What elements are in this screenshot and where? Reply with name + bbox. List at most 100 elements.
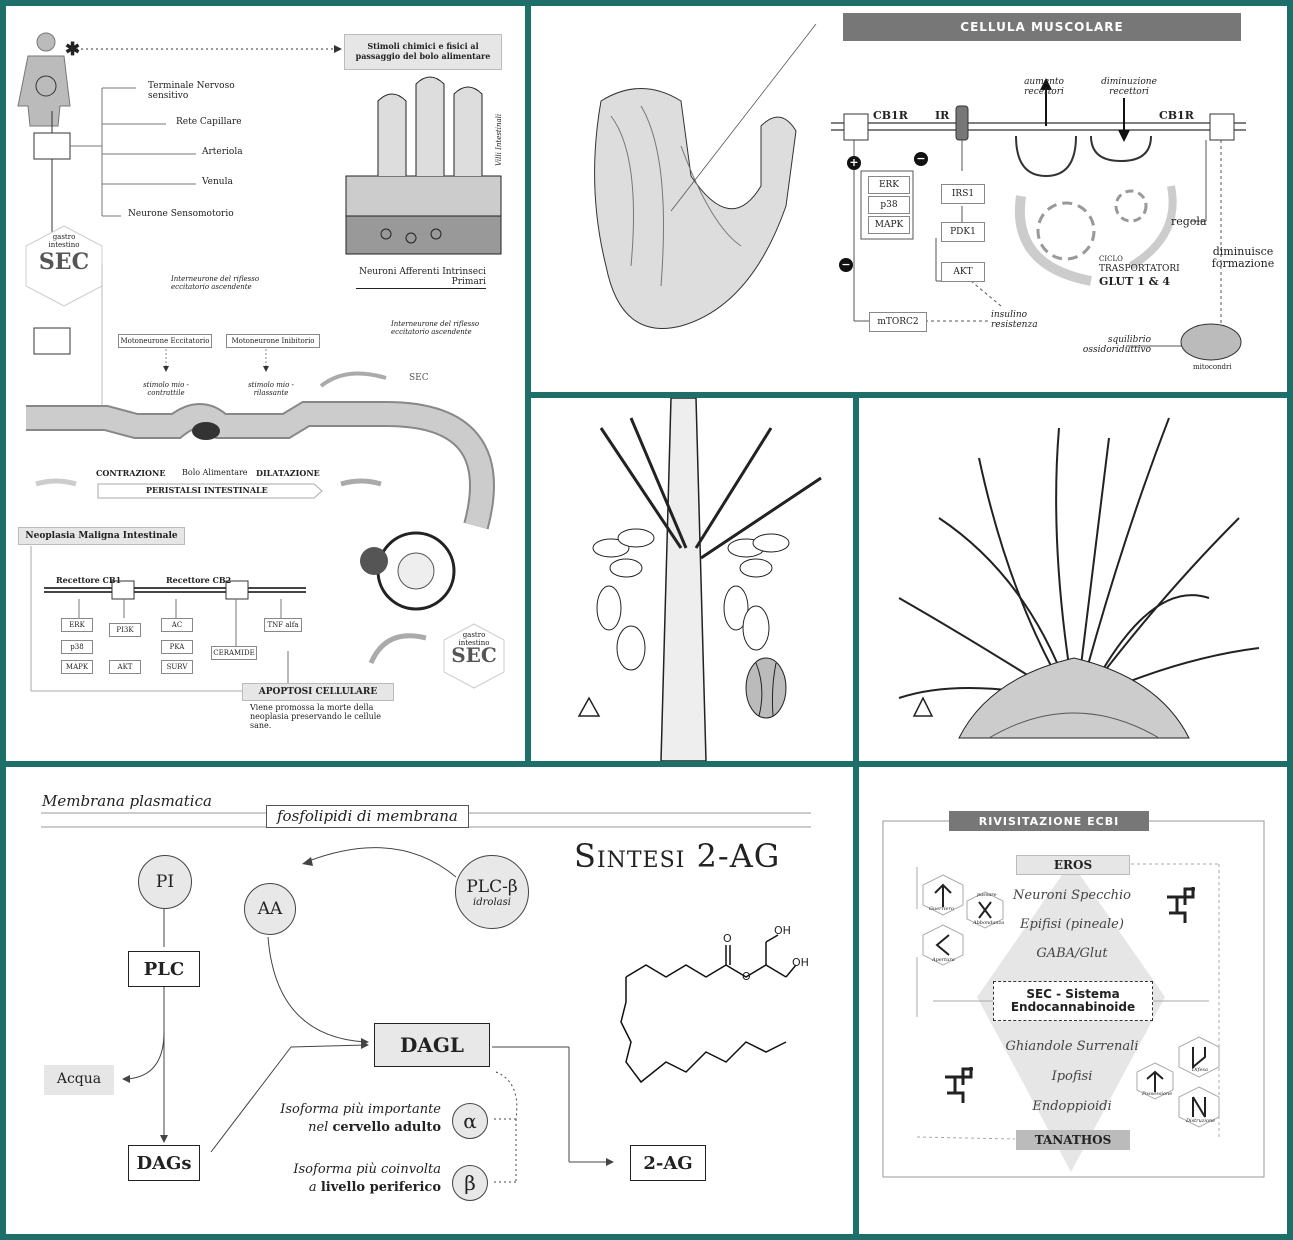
sec-line1: SEC - Sistema [1026, 986, 1120, 1001]
apoptosi-box: APOPTOSI CELLULARE [242, 683, 394, 701]
beta-circle: β [452, 1165, 488, 1201]
ciclo-label: CICLO [1099, 255, 1123, 263]
dagl-box: DAGL [374, 1023, 490, 1067]
ac-box: AC [161, 618, 193, 632]
mtorc2-box: mTORC2 [869, 312, 927, 332]
sec-big-label-2: SEC [451, 643, 497, 667]
ecbi-title: RIVISITAZIONE ECBI [949, 811, 1149, 831]
glut-label: GLUT 1 & 4 [1099, 275, 1171, 288]
villi-label: Villi Intestinali [495, 113, 503, 166]
aa-label: AA [257, 899, 283, 919]
layer-label: Neurone Sensomotorio [128, 209, 234, 219]
irs1-box: IRS1 [941, 184, 985, 204]
diminuzione-label: diminuzione recettori [1101, 77, 1157, 97]
surv-box: SURV [161, 660, 193, 674]
iso-alpha-bold: cervello adulto [332, 1120, 441, 1135]
digestive-drawing [17, 32, 505, 692]
rune-label: Abbondanza [973, 920, 1005, 926]
aloe-illustration [898, 417, 1260, 739]
minus-icon: − [914, 152, 928, 166]
sec-small-label-2: gastro intestino [458, 631, 490, 647]
layer-label: Terminale Nervoso sensitivo [148, 81, 235, 101]
neoplasia-box: Neoplasia Maligna Intestinale [18, 527, 185, 545]
panel-cacao [531, 398, 853, 761]
panel-muscle: CELLULA MUSCOLARE CB1R IR CB1R aumento r… [531, 6, 1287, 392]
minus-icon: − [839, 258, 853, 272]
ceramide-box: CERAMIDE [211, 646, 257, 660]
apoptosi-desc: Viene promossa la morte della neoplasia … [250, 703, 382, 730]
upper-item: Epifisi (pineale) [1020, 917, 1124, 932]
interneurone-desc-label: Interneurone del riflesso eccitatorio as… [391, 320, 480, 336]
panel-ecbi: RIVISITAZIONE ECBI EROS Neuroni Specchio… [859, 767, 1287, 1234]
upper-item: GABA/Glut [1036, 946, 1108, 961]
rune-label: Difesa [1192, 1067, 1208, 1073]
iso-alpha-line1: Isoforma più importante [280, 1102, 441, 1117]
akt-box: AKT [109, 660, 141, 674]
o-label: O [742, 970, 751, 983]
panel-aloe [859, 398, 1287, 761]
neuroni-label: Neuroni Afferenti Intrinseci Primari [356, 267, 486, 289]
lower-item: Ipofisi [1051, 1069, 1093, 1084]
aa-circle: AA [244, 883, 296, 935]
dilatazione-label: DILATAZIONE [256, 468, 320, 478]
plcb-label: PLC-β [466, 876, 518, 897]
2ag-box: 2-AG [630, 1145, 706, 1181]
iso-beta-prep: a [308, 1180, 317, 1195]
o-label: O [723, 932, 732, 945]
sec-small-label: gastro intestino [48, 233, 80, 249]
p38-box: p38 [61, 640, 93, 654]
panel-sintesi: Membrana plasmatica fosfolipidi di membr… [6, 767, 853, 1234]
layer-label: Venula [202, 177, 233, 187]
trasportatori-label: TRASPORTATORI [1099, 264, 1180, 274]
regola-label: regola [1171, 215, 1207, 228]
mapk-box: MAPK [868, 216, 910, 234]
lower-item: Ghiandole Surrenali [1005, 1039, 1139, 1054]
interneurone-asc-label: Interneurone del riflesso eccitatorio as… [171, 275, 260, 291]
rune-label: passare [977, 892, 997, 898]
membrana-label: Membrana plasmatica [42, 792, 212, 810]
diminuisce-label: diminuisce formazione [1211, 245, 1275, 271]
iso-alpha-prep: nel [308, 1120, 329, 1135]
sec-mini-label: SEC [409, 373, 429, 383]
acqua-box: Acqua [44, 1065, 114, 1095]
pka-box: PKA [161, 640, 193, 654]
contrazione-label: CONTRAZIONE [96, 468, 166, 478]
cb1-label: Recettore CB1 [56, 575, 122, 585]
squilibrio-label: squilibrio ossidoriduttivo [1082, 335, 1151, 355]
rune-label: Distruzione [1186, 1118, 1216, 1124]
iso-beta-bold: livello periferico [320, 1180, 441, 1195]
layer-label: Rete Capillare [176, 117, 242, 127]
layer-label: Arteriola [202, 147, 243, 157]
ir-label: IR [935, 109, 950, 122]
plcb-circle: PLC-β idrolasi [455, 855, 529, 929]
asterisk-icon: ✱ [65, 39, 81, 60]
sec-line2: Endocannabinoide [1010, 1000, 1136, 1014]
cb1r-right-label: CB1R [1159, 109, 1194, 122]
cb1r-left-label: CB1R [873, 109, 908, 122]
p38-box: p38 [868, 196, 910, 214]
peristalsi-label: PERISTALSI INTESTINALE [146, 485, 268, 495]
moto-inib-box: Motoneurone Inibitorio [226, 334, 320, 348]
cacao-illustration [577, 398, 822, 761]
akt-box: AKT [941, 262, 985, 282]
rune-label: Guerriero [929, 906, 954, 912]
idrolasi-label: idrolasi [473, 896, 511, 908]
tanathos-box: TANATHOS [1016, 1130, 1130, 1150]
beta-label: β [464, 1171, 476, 1195]
bolo-label: Bolo Alimentare [182, 468, 248, 477]
sec-big-label: SEC [38, 249, 90, 275]
sec-box: SEC - Sistema Endocannabinoide [993, 981, 1153, 1021]
rune-label: Possessione [1142, 1091, 1173, 1097]
alpha-label: α [463, 1109, 477, 1133]
dags-box: DAGs [128, 1145, 200, 1181]
muscle-title: CELLULA MUSCOLARE [843, 13, 1241, 41]
tnf-box: TNF alfa [264, 618, 302, 632]
mitocondri-label: mitocondri [1193, 363, 1232, 371]
oh-label: OH [792, 956, 809, 969]
stimuli-box: Stimoli chimici e fisici al passaggio de… [344, 34, 502, 70]
stimolo-contr-label: stimolo mio - contrattile [143, 381, 189, 397]
iso-beta-line1: Isoforma più coinvolta [293, 1162, 441, 1177]
erk-box: ERK [61, 618, 93, 632]
eros-box: EROS [1016, 855, 1130, 875]
upper-item: Neuroni Specchio [1013, 888, 1131, 903]
